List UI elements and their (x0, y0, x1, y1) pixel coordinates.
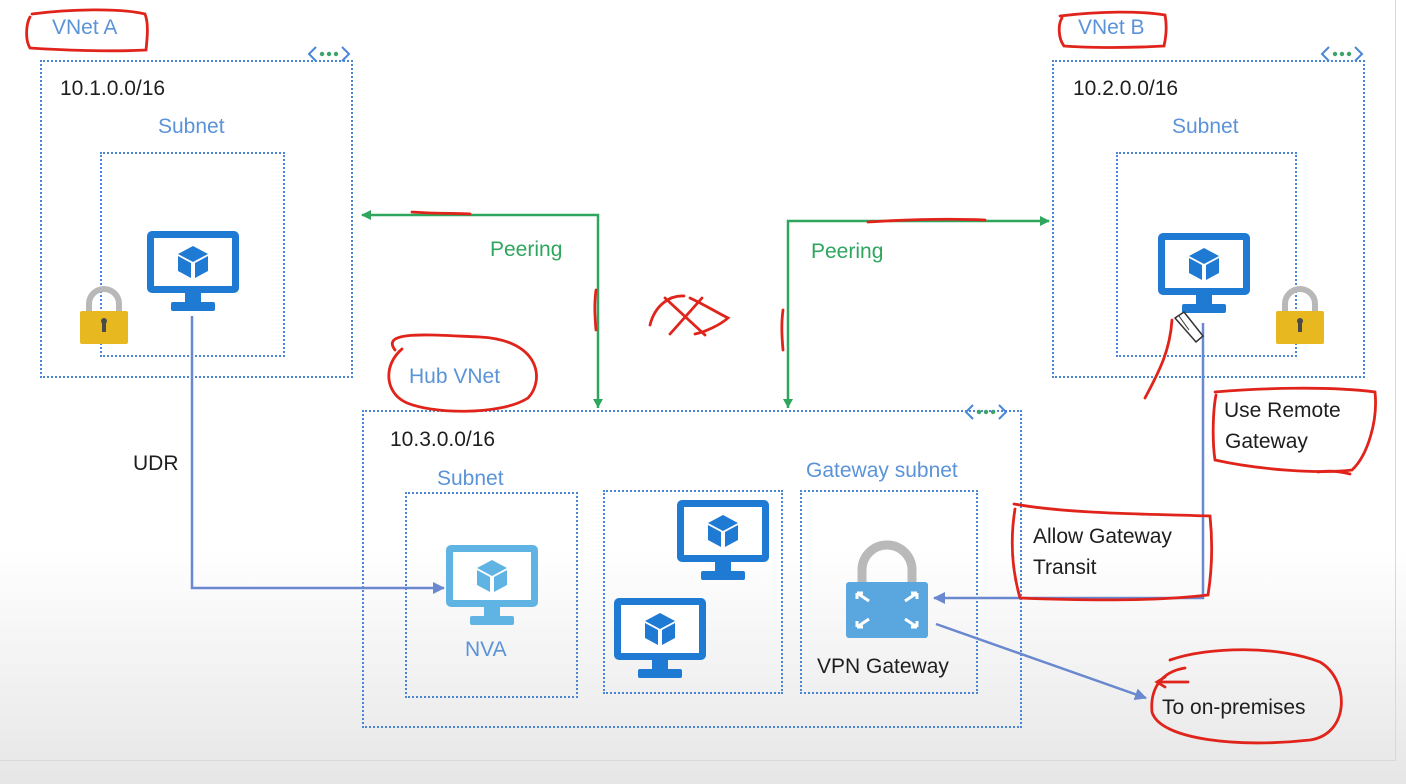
vm-monitor-icon (614, 598, 706, 678)
hub-address: 10.3.0.0/16 (390, 428, 496, 451)
allow-gateway-transit-line2: Transit (1033, 556, 1097, 579)
hub-subnet-label: Subnet (437, 467, 504, 490)
hub-vnet-title: Hub VNet (409, 365, 501, 388)
annotation-marks (25, 8, 1377, 745)
hub-subnet-box (405, 492, 578, 698)
hub-vm-subnet-box (603, 490, 783, 694)
on-premises-arrow (935, 622, 1147, 701)
vnet-a-title: VNet A (52, 16, 118, 39)
lock-icon (80, 289, 128, 344)
nva-label: NVA (465, 638, 507, 661)
vnet-b-address: 10.2.0.0/16 (1073, 77, 1179, 100)
udr-route-arrow (190, 316, 445, 594)
vnet-b-subnet-label: Subnet (1172, 115, 1239, 138)
lock-icon (1276, 289, 1324, 344)
peering-left-label: Peering (490, 238, 563, 261)
vpn-gateway-label: VPN Gateway (817, 655, 949, 678)
peering-connector-right (786, 216, 1050, 408)
vnet-peering-icon (308, 46, 350, 62)
peering-right-label: Peering (811, 240, 884, 263)
vnet-a-box (40, 60, 353, 378)
use-remote-gateway-line2: Gateway (1225, 430, 1308, 453)
vnet-peering-icon (965, 404, 1007, 420)
vnet-b-subnet-box (1116, 152, 1297, 357)
udr-label: UDR (133, 452, 179, 475)
gateway-subnet-label: Gateway subnet (806, 459, 958, 482)
vnet-peering-icon (1321, 46, 1363, 62)
vm-monitor-icon (147, 231, 239, 311)
use-remote-gateway-line1: Use Remote (1224, 399, 1341, 422)
hub-vnet-box (362, 410, 1022, 728)
vnet-b-box (1052, 60, 1365, 378)
vnet-b-title: VNet B (1078, 16, 1145, 39)
to-on-premises-label: To on-premises (1162, 696, 1306, 719)
vm-monitor-icon (677, 500, 769, 580)
vm-monitor-icon (1158, 233, 1250, 313)
vpn-gateway-icon (846, 540, 928, 638)
vnet-a-address: 10.1.0.0/16 (60, 77, 166, 100)
gateway-subnet-box (800, 490, 978, 694)
peering-connector-left (361, 210, 600, 408)
mouse-cursor-icon (1173, 310, 1205, 344)
vnet-a-subnet-label: Subnet (158, 115, 225, 138)
vm-monitor-icon (446, 545, 538, 625)
slide-frame (0, 0, 1396, 761)
allow-gateway-transit-line1: Allow Gateway (1033, 525, 1172, 548)
